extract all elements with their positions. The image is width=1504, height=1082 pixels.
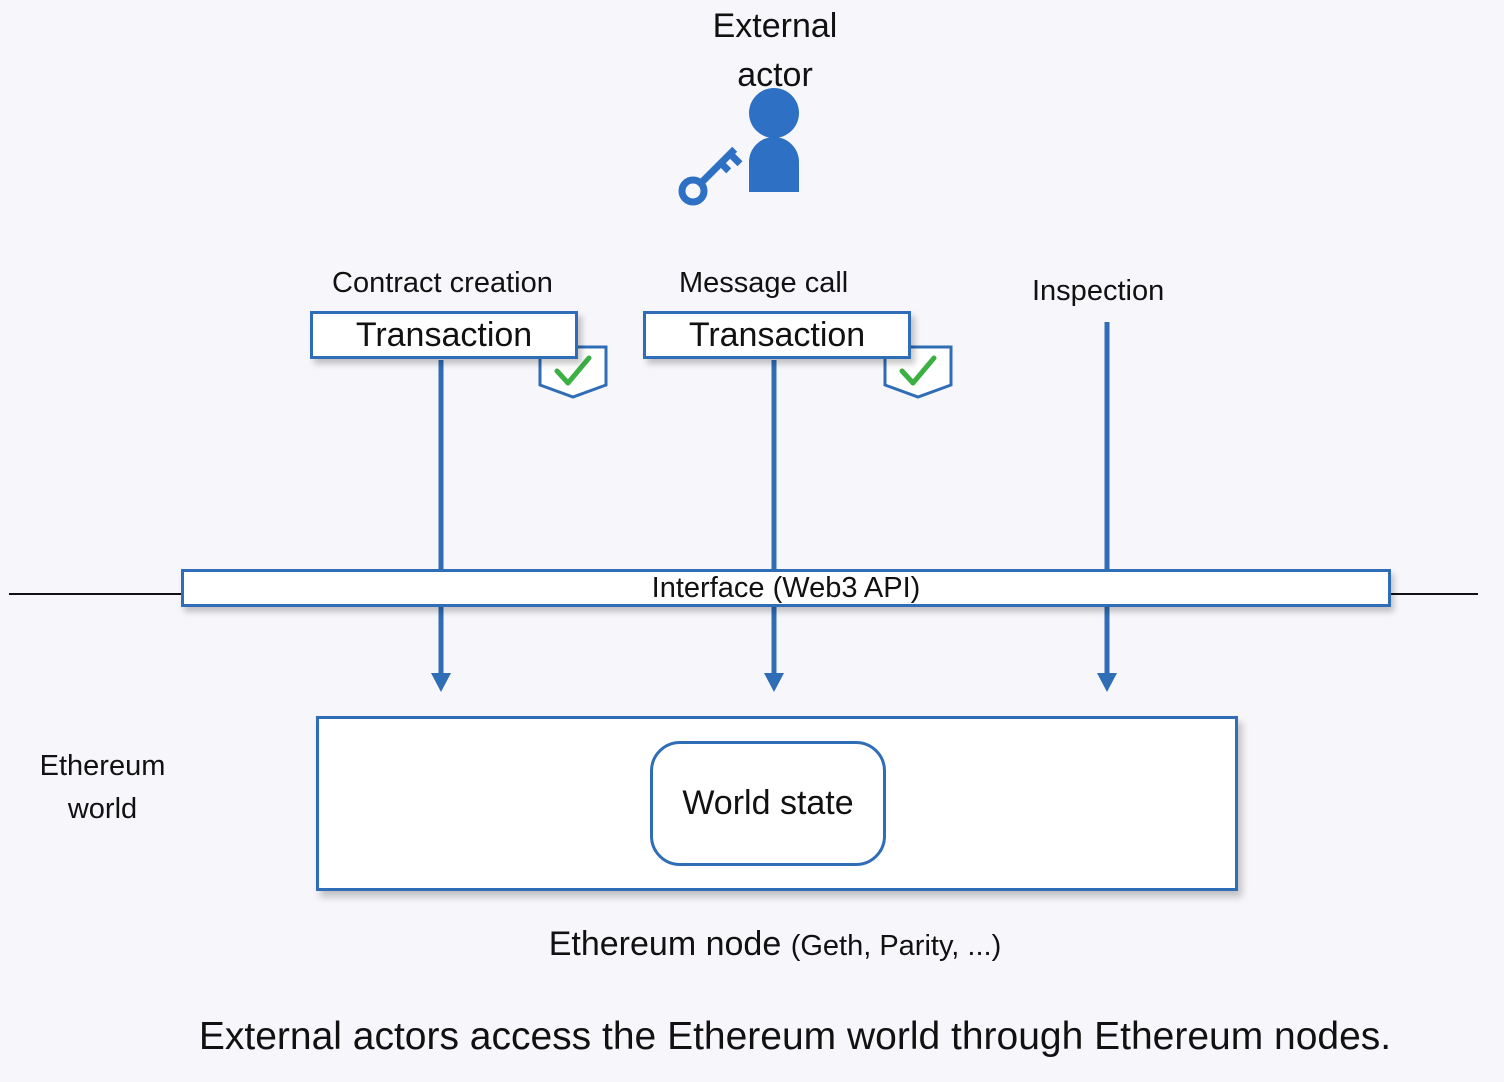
actor-label-line1: External	[712, 7, 838, 45]
arrow-message-call	[764, 607, 784, 692]
contract-creation-label: Contract creation	[332, 267, 553, 299]
ethereum-node-title: Ethereum node	[548, 925, 782, 963]
diagram-caption: External actors access the Ethereum worl…	[198, 1015, 1392, 1058]
check-badge-icon	[538, 345, 608, 399]
check-badge-icon	[883, 345, 953, 399]
ethereum-world-label: Ethereum world	[20, 745, 185, 831]
transaction-box-contract-creation: Transaction	[310, 311, 578, 359]
arrow-inspection	[1097, 607, 1117, 692]
arrow-contract-creation	[431, 607, 451, 692]
person-icon	[749, 88, 799, 192]
key-icon	[678, 146, 743, 206]
ethereum-node-label: Ethereum node (Geth, Parity, ...)	[440, 922, 1110, 968]
inspection-label: Inspection	[1032, 275, 1165, 307]
world-state-box: World state	[650, 741, 886, 866]
transaction-box-message-call: Transaction	[643, 311, 911, 359]
ethereum-node-clients: (Geth, Parity, ...)	[790, 930, 1002, 962]
ethereum-world-line1: Ethereum	[39, 750, 166, 782]
message-call-label: Message call	[679, 267, 849, 299]
interface-web3-api: Interface (Web3 API)	[181, 569, 1391, 607]
ethereum-world-line2: world	[67, 793, 138, 825]
actor-label-line2: actor	[737, 56, 813, 94]
actor-label: External actor	[690, 2, 860, 100]
